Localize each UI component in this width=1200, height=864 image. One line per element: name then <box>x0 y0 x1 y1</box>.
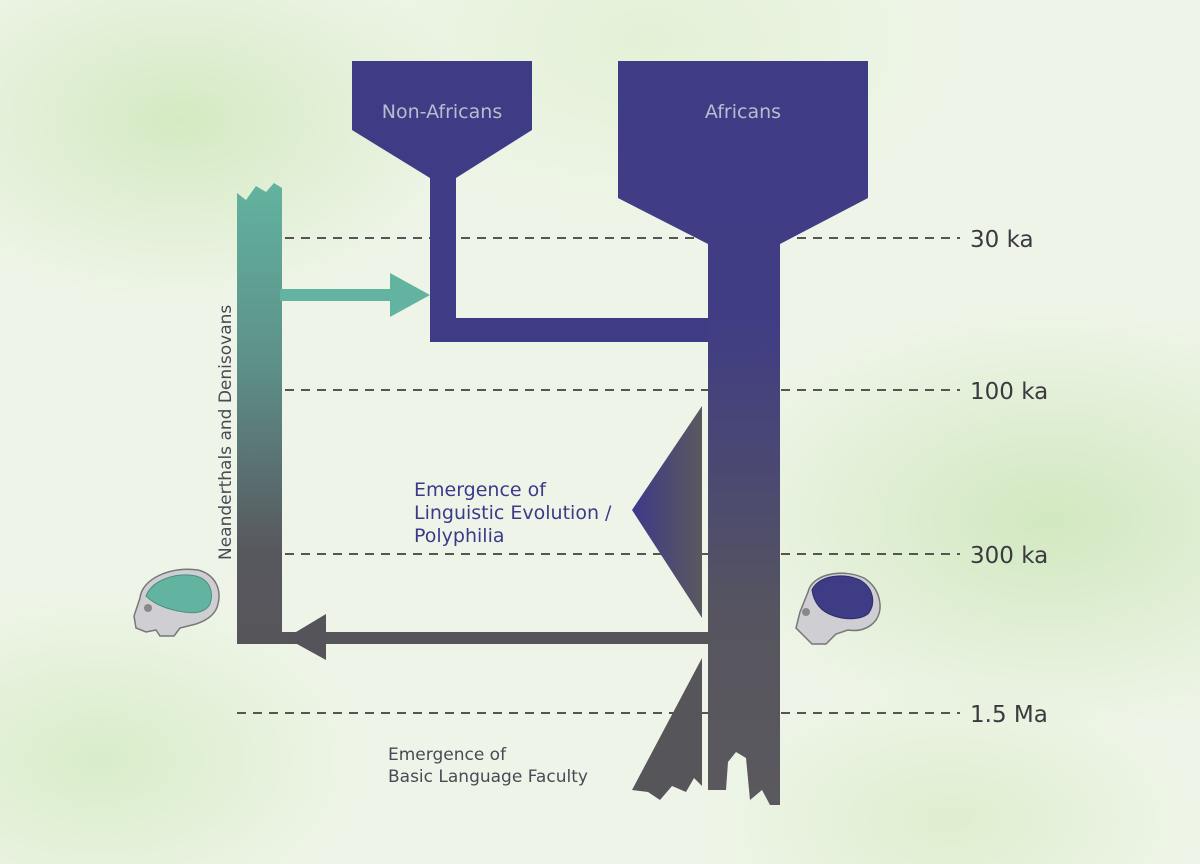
basic-line-2: Basic Language Faculty <box>388 767 588 787</box>
neanderthal-skull-icon <box>133 568 220 637</box>
neanderthal-branch <box>237 183 710 644</box>
linguistic-line-3: Polyphilia <box>414 525 505 547</box>
time-label-30ka: 30 ka <box>970 227 1034 253</box>
african-skull-icon <box>795 572 881 645</box>
time-label-1.5ma: 1.5 Ma <box>970 702 1048 728</box>
time-label-100ka: 100 ka <box>970 379 1048 405</box>
linguistic-line-2: Linguistic Evolution / <box>414 502 612 524</box>
africans-trunk <box>618 61 868 805</box>
linguistic-line-1: Emergence of <box>414 479 547 501</box>
label-africans: Africans <box>705 101 781 123</box>
non-africans-branch <box>352 61 710 342</box>
gene-flow-arrow-right <box>280 273 430 317</box>
label-non-africans: Non-Africans <box>382 101 502 123</box>
time-lines <box>237 237 960 714</box>
basic-language-wedge <box>632 658 702 800</box>
linguistic-evolution-wedge <box>632 406 702 618</box>
time-label-300ka: 300 ka <box>970 543 1048 569</box>
label-neanderthals: Neanderthals and Denisovans <box>216 305 236 560</box>
gene-flow-arrow-left <box>286 614 326 660</box>
basic-line-1: Emergence of <box>388 745 507 765</box>
